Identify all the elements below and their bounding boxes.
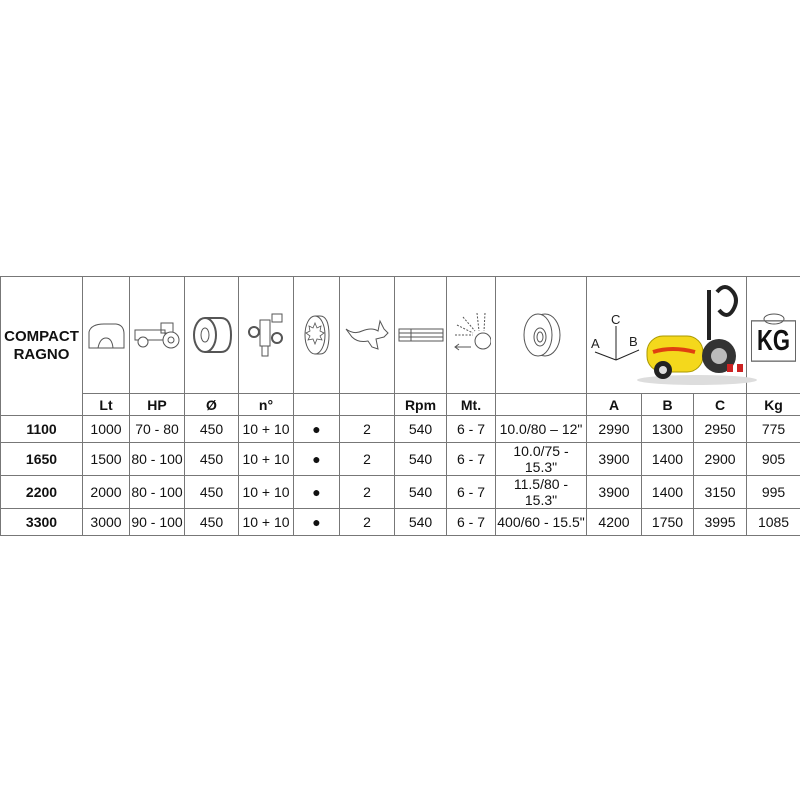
cell-model: 1100 [0,415,83,443]
weight-kg-icon: KG [746,276,800,394]
speed-rabbit-icon [339,276,395,394]
cell-kg: 905 [746,442,800,476]
cell-n: 10 + 10 [238,442,294,476]
machine-dimensions-image: C A B [585,276,757,394]
cell-n: 10 + 10 [238,475,294,509]
unit-hp: HP [129,393,185,416]
cell-c: 2900 [692,442,748,476]
cell-clutch: ● [293,442,340,476]
cell-clutch: ● [293,508,340,536]
cell-clutch: ● [293,475,340,509]
cell-clutch: ● [293,415,340,443]
cell-n: 10 + 10 [238,508,294,536]
cell-speed: 2 [339,508,395,536]
cell-dia: 450 [184,415,239,443]
cell-b: 1750 [641,508,694,536]
cell-lt: 1500 [82,442,130,476]
title-line1: COMPACT [4,328,79,345]
cell-dia: 450 [184,442,239,476]
cell-model: 3300 [0,508,83,536]
cell-hp: 80 - 100 [129,442,185,476]
cell-lt: 2000 [82,475,130,509]
unit-kg: Kg [746,393,800,416]
tank-icon [82,276,130,394]
unit-b: B [641,393,694,416]
units-row: Lt HP Ø n° Rpm Mt. A B C Kg [1,393,800,416]
cell-a: 3900 [586,442,642,476]
fan-icon [184,276,239,394]
dim-label-c: C [611,312,620,327]
cell-rpm: 540 [394,508,447,536]
tractor-icon [129,276,185,394]
cell-a: 3900 [586,475,642,509]
unit-clutch [293,393,340,416]
title-line2: RAGNO [13,346,70,363]
cell-speed: 2 [339,415,395,443]
cell-b: 1400 [641,475,694,509]
cell-lt: 3000 [82,508,130,536]
cell-a: 2990 [586,415,642,443]
cell-a: 4200 [586,508,642,536]
kg-icon-text: KG [751,320,797,362]
unit-mt: Mt. [446,393,496,416]
cell-tyre: 10.0/80 – 12" [495,415,587,443]
cell-kg: 775 [746,415,800,443]
valve-icon [238,276,294,394]
unit-c: C [692,393,748,416]
pto-shaft-icon [394,276,447,394]
cell-rpm: 540 [394,415,447,443]
unit-lt: Lt [82,393,130,416]
unit-diameter: Ø [184,393,239,416]
cell-mt: 6 - 7 [446,442,496,476]
cell-c: 2950 [692,415,748,443]
cell-dia: 450 [184,475,239,509]
cell-hp: 80 - 100 [129,475,185,509]
tyre-icon [495,276,587,394]
unit-rpm: Rpm [394,393,447,416]
dim-label-a: A [591,336,600,351]
unit-number: n° [238,393,294,416]
cell-b: 1400 [641,442,694,476]
cell-mt: 6 - 7 [446,415,496,443]
cell-tyre: 11.5/80 - 15.3" [495,475,587,509]
cell-mt: 6 - 7 [446,475,496,509]
cell-c: 3995 [692,508,748,536]
cell-b: 1300 [641,415,694,443]
cell-kg: 995 [746,475,800,509]
cell-speed: 2 [339,475,395,509]
cell-rpm: 540 [394,475,447,509]
cell-kg: 1085 [746,508,800,536]
unit-tyre [495,393,587,416]
clutch-icon [293,276,340,394]
cell-rpm: 540 [394,442,447,476]
spray-range-icon [446,276,496,394]
cell-c: 3150 [692,475,748,509]
cell-mt: 6 - 7 [446,508,496,536]
cell-lt: 1000 [82,415,130,443]
cell-tyre: 400/60 - 15.5" [495,508,587,536]
cell-dia: 450 [184,508,239,536]
cell-speed: 2 [339,442,395,476]
cell-hp: 70 - 80 [129,415,185,443]
cell-n: 10 + 10 [238,415,294,443]
unit-a: A [586,393,642,416]
cell-tyre: 10.0/75 - 15.3" [495,442,587,476]
cell-model: 1650 [0,442,83,476]
unit-speed [339,393,395,416]
cell-model: 2200 [0,475,83,509]
cell-hp: 90 - 100 [129,508,185,536]
dim-label-b: B [629,334,638,349]
